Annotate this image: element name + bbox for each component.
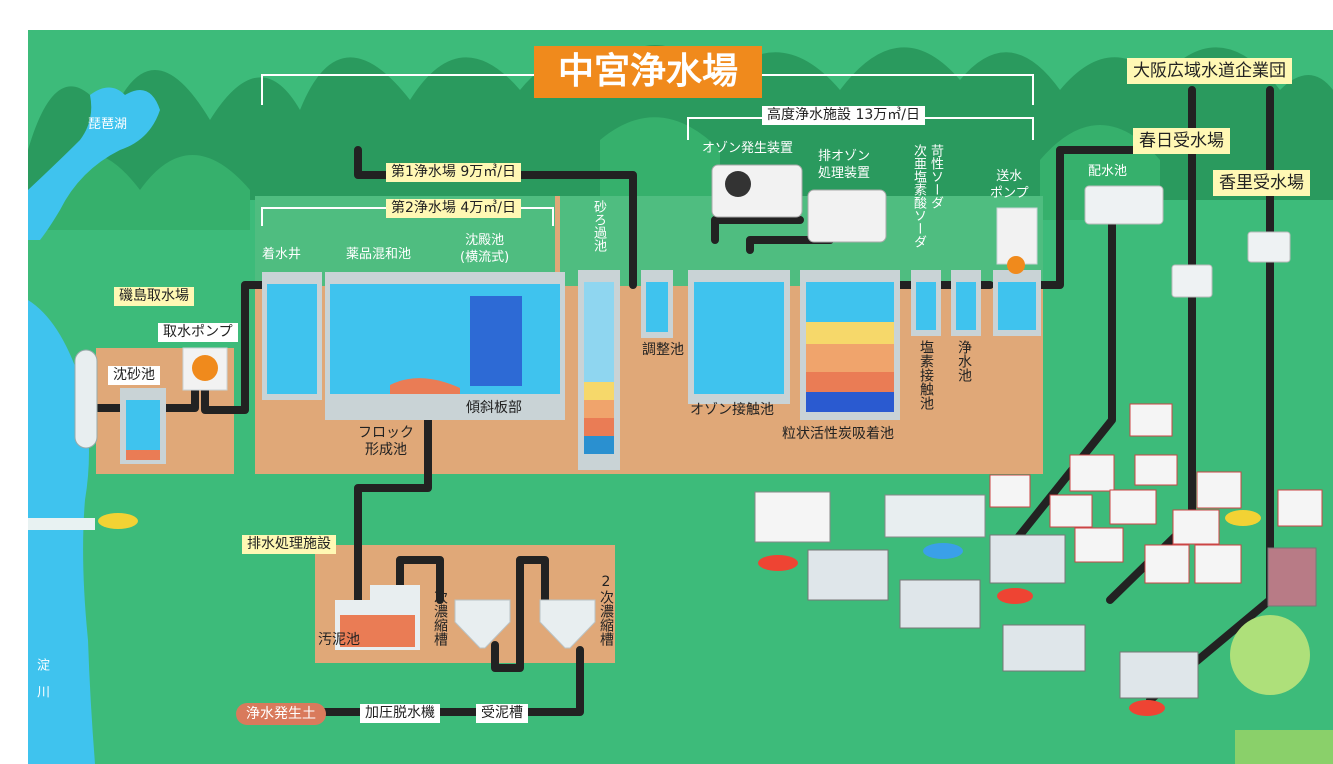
caustic-label: 苛性ソーダ <box>928 144 943 209</box>
receiving-tank-label: 受泥槽 <box>476 704 528 723</box>
plant1-label: 第1浄水場 9万㎥/日 <box>386 163 521 182</box>
wastewater-facility-label: 排水処理施設 <box>242 535 336 554</box>
soil-badge: 浄水発生土 <box>236 703 326 725</box>
sludge-pond-label: 汚泥池 <box>318 632 360 648</box>
grit-chamber-label: 沈砂池 <box>108 366 160 385</box>
ozone-generator-label: オゾン発生装置 <box>702 141 794 156</box>
send-pump-label: 送水 ポンプ <box>990 169 1029 201</box>
town-buildings <box>98 403 1333 764</box>
chemical-mixing-label: 薬品混和池 <box>346 247 412 262</box>
plant2-label: 第2浄水場 4万㎥/日 <box>386 199 521 218</box>
inclined-plate-label: 傾斜板部 <box>466 400 522 416</box>
intake-station-label: 磯島取水場 <box>114 287 194 306</box>
adjustment-label: 調整池 <box>642 342 684 358</box>
river-label: 淀川 <box>34 658 49 712</box>
gac-label: 粒状活性炭吸着池 <box>782 426 894 442</box>
kori-label: 香里受水場 <box>1213 170 1310 196</box>
ozone-contact-label: オゾン接触池 <box>690 402 774 418</box>
floc-label: フロック 形成池 <box>358 425 414 458</box>
sedimentation-label: 沈殿池 (横流式) <box>460 233 510 265</box>
sky <box>28 0 1333 30</box>
hypochlorite-label: 次亜塩素酸ソーダ <box>911 144 926 248</box>
clear-well-label: 浄水池 <box>956 340 972 382</box>
distribution-reservoir-label: 配水池 <box>1088 164 1128 179</box>
osaka-label: 大阪広域水道企業団 <box>1127 58 1292 84</box>
lake <box>28 87 160 240</box>
intake-pump-label: 取水ポンプ <box>158 323 238 342</box>
bridge <box>28 518 95 530</box>
lake-label: 琵琶湖 <box>88 117 128 132</box>
receiving-well-label: 着水井 <box>262 247 302 262</box>
sand-filter-label: 砂ろ過池 <box>591 200 606 252</box>
advanced-facility-label: 高度浄水施設 13万㎥/日 <box>762 106 925 125</box>
tanks <box>74 164 1291 650</box>
thickener1-label: 1次濃縮槽 <box>432 574 448 646</box>
exhaust-ozone-label: 排オゾン 処理装置 <box>818 149 871 181</box>
kasuga-label: 春日受水場 <box>1133 128 1230 154</box>
press-label: 加圧脱水機 <box>360 704 440 723</box>
thickener2-label: 2次濃縮槽 <box>598 574 614 646</box>
page-title: 中宮浄水場 <box>534 46 762 98</box>
chlorine-label: 塩素接触池 <box>918 340 934 410</box>
